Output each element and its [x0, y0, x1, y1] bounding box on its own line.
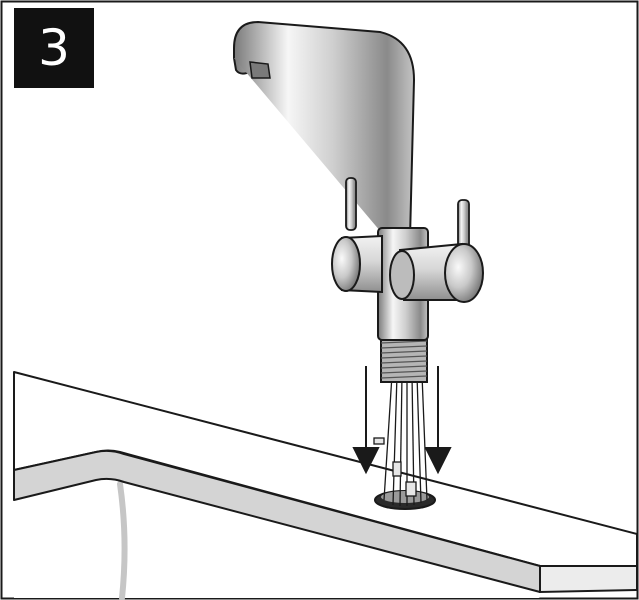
right-handle — [389, 199, 484, 303]
arrow-down-icon — [424, 366, 452, 475]
supply-hoses — [373, 374, 428, 507]
step-number-badge: 3 — [14, 8, 94, 88]
threaded-shank — [380, 337, 428, 383]
left-handle — [331, 177, 383, 294]
faucet-spout — [233, 21, 415, 239]
countertop — [13, 371, 638, 594]
arrow-down-icon — [352, 366, 380, 475]
